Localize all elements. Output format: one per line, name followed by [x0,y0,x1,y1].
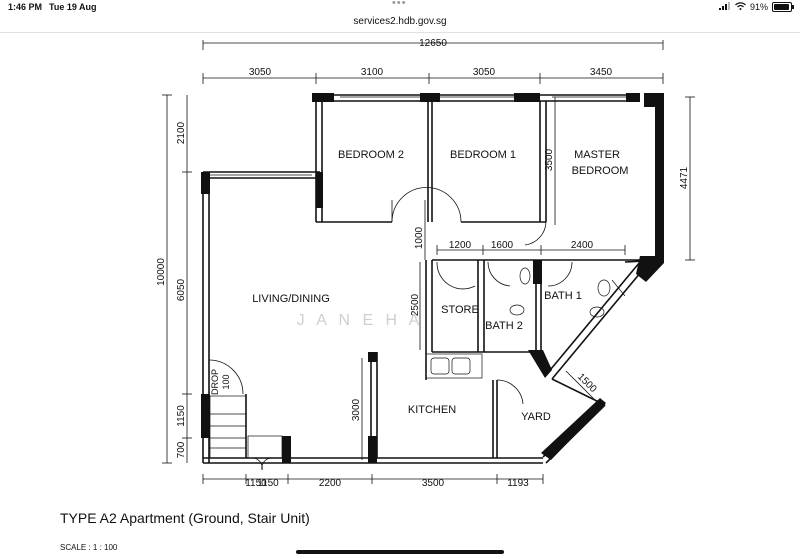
wifi-icon [735,2,746,12]
dim-bottom-1: 1150 [245,478,267,489]
battery-icon [772,2,794,12]
room-bath-1: BATH 1 [544,290,582,302]
dimension-labels: 12650 3050 3100 3050 3450 1150 1150 2200… [245,38,612,489]
dim-service-1: 1200 [449,240,472,251]
room-master-line1: MASTER [574,149,620,161]
drop-label-line1: DROP [210,369,220,395]
status-time: 1:46 PM [8,2,43,12]
drop-label-line2: 100 [221,374,231,389]
plan-title: TYPE A2 Apartment (Ground, Stair Unit) [60,510,310,526]
signal-icon [718,2,731,12]
battery-percent: 91% [749,2,768,12]
dim-service-3: 2400 [571,240,594,251]
window-markers [210,96,626,176]
dim-left-middle: 6050 [176,278,187,301]
multitask-dots-icon[interactable]: ••• [392,0,407,9]
home-indicator[interactable] [296,550,504,554]
dim-top-3: 3050 [473,67,496,78]
room-store: STORE [441,304,479,316]
address-bar[interactable]: services2.hdb.gov.sg [0,14,800,32]
room-bedroom-1: BEDROOM 1 [450,149,516,161]
status-date: Tue 19 Aug [49,2,97,12]
dim-top-1: 3050 [249,67,272,78]
dim-service-2: 1600 [491,240,514,251]
dim-bottom-4: 3500 [422,478,445,489]
dim-left-bottom: 700 [176,441,187,458]
url-text: services2.hdb.gov.sg [353,16,447,27]
floor-plan: 12650 3050 3100 3050 3450 1150 1150 2200… [156,38,695,489]
room-kitchen: KITCHEN [408,404,456,416]
status-bar: 1:46 PM Tue 19 Aug ••• 91% [0,0,800,14]
watermark: J A N E H A [297,312,424,329]
dim-bedroom-depth: 3500 [544,148,555,171]
stair-fixtures [209,267,626,459]
dim-store-depth: 2500 [410,293,421,316]
dim-kitchen-depth: 3000 [351,398,362,421]
room-labels: BEDROOM 2 BEDROOM 1 MASTER BEDROOM LIVIN… [252,149,628,423]
header-divider [0,32,800,33]
structural-columns [201,93,664,463]
battery-fill [774,4,789,10]
dim-right-master: 4471 [679,166,690,189]
dim-bottom-3: 2200 [319,478,342,489]
dimension-lines [162,40,695,484]
room-living-dining: LIVING/DINING [252,293,330,305]
dim-left-lower: 1150 [176,405,187,427]
room-yard: YARD [521,411,551,423]
dim-left-top: 2100 [176,121,187,144]
plan-scale: SCALE : 1 : 100 [60,543,118,552]
dim-top-2: 3100 [361,67,384,78]
dim-corridor: 1000 [414,226,425,249]
room-bedroom-2: BEDROOM 2 [338,149,404,161]
dim-bottom-2: 1150 [257,478,279,489]
dim-overall-width: 12650 [419,38,447,49]
room-bath-2: BATH 2 [485,320,523,332]
status-right: 91% [718,2,794,12]
dim-left-overall: 10000 [156,258,167,286]
dim-top-4: 3450 [590,67,613,78]
drop-label: DROP 100 [210,369,231,395]
dim-bottom-5: 1193 [507,478,529,489]
room-master-line2: BEDROOM [572,165,629,177]
